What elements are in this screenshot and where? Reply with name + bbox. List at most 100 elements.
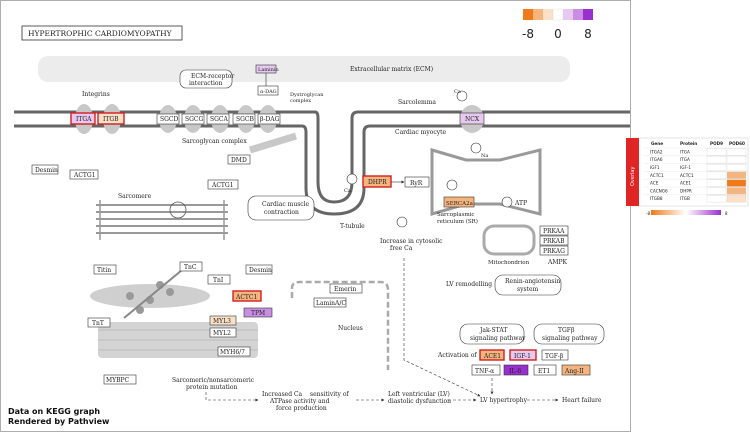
gene-a-dag-label: α-DAG [260,89,277,95]
gene-emerin[interactable] [329,283,363,294]
inset-cell-protein: DHPR [680,188,692,193]
jak-stat-label-1: Jak-STAT [479,327,507,334]
gene-dhpr-label: DHPR [368,179,387,186]
gene-prkab[interactable] [539,235,569,246]
gene-angii[interactable] [561,364,591,376]
gene-ncx[interactable] [459,112,485,125]
gene-igf1-label: IGF-1 [514,353,531,360]
gene-actg1-right[interactable] [207,179,239,190]
cardiac-contraction-label-2: contraction [264,209,299,216]
gene-b-dag[interactable] [257,113,281,125]
gene-tnc[interactable] [179,261,203,272]
gene-sgcd[interactable] [156,113,180,125]
na-label: Na [481,153,488,159]
gene-serca2a[interactable] [443,196,475,208]
lv-diastolic-label-1: Left ventricular (LV) [388,391,450,398]
gene-sgcg-label: SGCG [185,116,203,123]
gene-myl3[interactable] [209,315,237,326]
increase-ca-label-1: Increase in cytosolic [380,238,443,245]
gene-myl2[interactable] [209,327,237,338]
gene-ryr[interactable] [404,176,430,188]
gene-myl3-label: MYL3 [213,318,231,325]
tgfb-pathway-label-1: TGFβ [558,327,575,334]
gene-myl2-label: MYL2 [213,330,231,337]
inset-header-pod9: POD9 [710,141,723,146]
cardiac-myocyte-label: Cardiac myocyte [395,129,446,136]
gene-myh6-7[interactable] [217,346,251,357]
sarcoglycan-complex: SGCD SGCG SGCA SGCB β-DAG Sarcoglycan co… [156,105,281,145]
ca-circle-sr [446,179,458,191]
sr-label-2: reticulum (SR) [437,218,478,225]
gene-sgca[interactable] [206,113,230,125]
inset-cell-pod60 [726,148,747,156]
gene-il6-label: IL-6 [509,368,521,375]
inset-cell-pod60 [726,195,747,203]
ca-circle-top [456,90,468,102]
scale-tick-mid: 0 [554,27,562,41]
dystroglycan-label-2: complex [290,98,311,104]
gene-laminin-label: Laminin [258,67,279,73]
inset-cell-pod9 [706,148,727,156]
gene-prkag[interactable] [539,245,569,256]
atp-label: ATP [514,200,527,207]
gene-prkaa[interactable] [539,225,569,236]
gene-et1[interactable] [533,364,557,376]
gene-sgcg[interactable] [181,113,205,125]
scale-tick-max: 8 [584,27,592,41]
inset-scale-bar [651,210,721,215]
gene-prkag-label: PRKAG [543,248,565,255]
sarcolemma-label: Sarcolemma [398,99,436,106]
gene-a-dag[interactable] [257,85,279,96]
gene-actg1-left-label: ACTG1 [73,172,96,179]
mitochondrion [482,224,536,256]
gene-actg1-right-label: ACTG1 [211,182,234,189]
gene-desmin-top[interactable] [31,164,59,175]
gene-serca2a-label: SERCA2a [446,201,474,207]
inset-cell-gene: ACE [650,181,659,186]
ca-circle-dhpr [346,173,358,185]
ecm-receptor-label-1: ECM-receptor [191,73,234,80]
inset-scale-min: -8 [646,211,650,216]
gene-tpm[interactable] [243,307,273,318]
inset-cell-gene: ITGA2 [650,149,663,154]
gene-tnc-label: TnC [184,264,197,271]
jak-stat-box [459,323,525,345]
gene-desmin-mid[interactable] [245,264,273,275]
renin-box [494,274,562,296]
gene-sgcb[interactable] [232,113,256,125]
inset-header-gene: Gene [651,141,663,146]
gene-itga-label: ITGA [76,116,92,123]
integrins-label: Integrins [82,91,110,98]
heart-failure-label: Heart failure [562,397,602,404]
gene-myh6-7-label: MYH6/7 [220,349,245,356]
gene-tgfb[interactable] [541,349,569,361]
inset-cell-protein: ITGA [680,149,690,154]
sarcomeric-label-1: Sarcomeric/nonsarcomeric [172,377,255,384]
gene-titin[interactable] [93,264,117,275]
inset-cell-pod9 [706,156,727,164]
gene-tni[interactable] [207,274,231,285]
gene-mybpc[interactable] [103,374,137,385]
gene-actg1-left[interactable] [69,169,99,180]
sarcomeric-label-2: protein mutation [186,384,237,391]
gene-tnt[interactable] [87,317,111,328]
tgfb-pathway-label-2: signaling pathway [542,335,598,342]
gene-il6[interactable] [503,364,529,376]
gene-dmd[interactable] [227,154,251,165]
inset-side-label: Overlay [630,167,636,186]
inset-cell-gene: IGF1 [650,165,660,170]
inset-cell-protein: ITGA [680,157,690,162]
gene-tnfa[interactable] [471,364,501,376]
ecm-region [38,56,570,82]
sarcomere-structure [96,200,228,240]
na-circle [470,142,482,154]
sarcolemma-membrane [14,110,630,216]
cardiac-contraction-label-1: Cardiac muscle [262,201,310,208]
gene-laminac-label: LaminA/C [316,300,346,307]
inset-scale-max: 8 [725,211,728,216]
gene-et1-label: ET1 [538,368,550,375]
gene-laminac[interactable] [313,297,347,308]
